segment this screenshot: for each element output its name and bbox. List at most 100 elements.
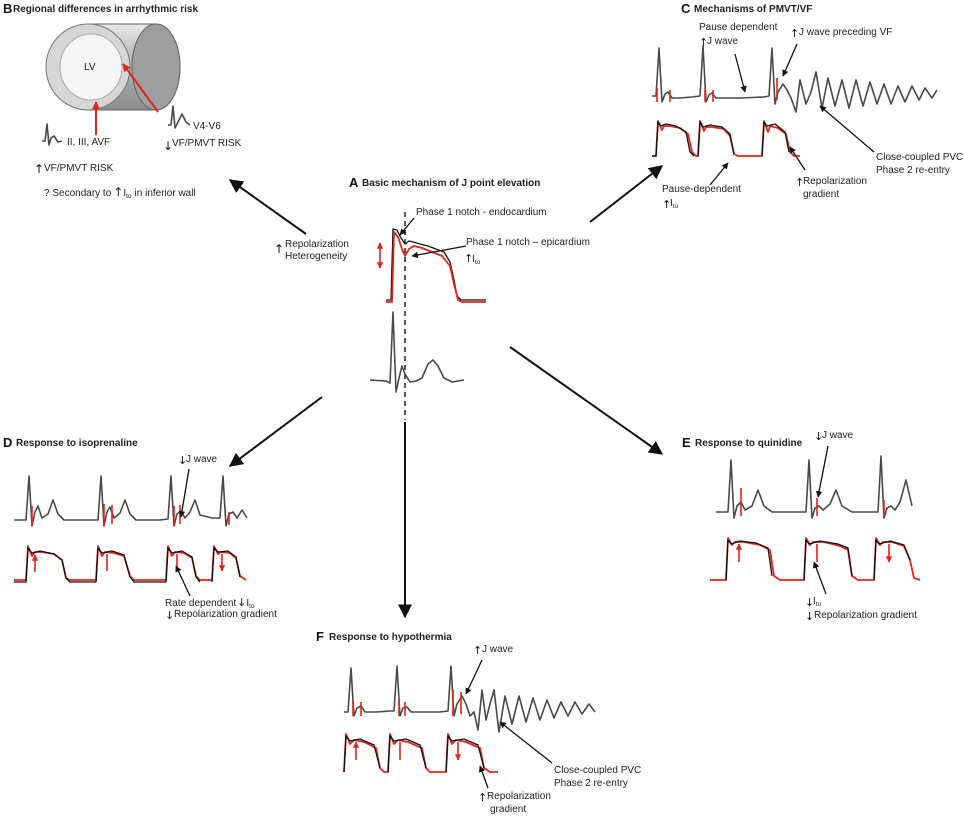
ecg-j-wave (369, 311, 465, 393)
panel-e-title: Response to quinidine (695, 438, 803, 449)
panel-d-title: Response to isoprenaline (16, 438, 138, 449)
epicardial-action-potential (386, 231, 486, 303)
up-arrow-ito: ↑ (464, 252, 473, 265)
down-arrow-repol-e: ↓ (805, 610, 814, 623)
arrow-to-panel-d (228, 396, 323, 467)
arrow-rate-dependent (175, 565, 191, 597)
down-arrow-j-wave-e: ↓ (814, 430, 823, 443)
label-pvc-c: Close-coupled PVC (876, 152, 963, 163)
panel-d-letter: D (3, 435, 12, 450)
panel-e-letter: E (682, 435, 691, 450)
label-j-wave-d: J wave (186, 454, 218, 465)
ap-hypothermia (343, 733, 498, 773)
arrow-to-panel-e (509, 346, 664, 455)
panel-a: A Basic mechanism of J point elevation P… (349, 175, 590, 420)
label-heterogeneity: Heterogeneity (285, 251, 347, 262)
arrow-endocardium-notch (399, 217, 415, 236)
down-arrow-repol-d: ↓ (165, 609, 174, 622)
label-endocardium-notch: Phase 1 notch - endocardium (416, 207, 547, 218)
label-j-wave-f: J wave (482, 644, 514, 655)
arrow-pvc-f (499, 721, 553, 764)
arrow-to-panel-c (589, 165, 664, 223)
panel-f-title: Response to hypothermia (329, 632, 452, 643)
arrow-j-wave-e (815, 445, 829, 498)
arrow-pause-j-wave (734, 53, 747, 93)
label-repol-d: Repolarization gradient (174, 609, 277, 620)
ap-gradient-arrows-f (356, 742, 458, 760)
lv-label: LV (84, 62, 96, 73)
panel-f-letter: F (316, 629, 324, 644)
j-wave-markers-d (31, 504, 230, 526)
label-rate-dependent: Rate dependent↓Ito (165, 596, 255, 610)
panel-e: E Response to quinidine ↓ J wave ↓ Ito ↓… (682, 430, 921, 623)
ap-gradient-arrows-e (739, 544, 889, 562)
label-gradient-c: gradient (803, 189, 839, 200)
label-low-risk: VF/PMVT RISK (172, 138, 242, 149)
label-lateral-leads: V4-V6 (193, 121, 221, 132)
up-arrow-heterogeneity: ↑ (274, 242, 284, 256)
arrow-epicardium-notch (411, 245, 467, 259)
arrow-repol-f (478, 765, 489, 789)
label-epicardium-notch: Phase 1 notch – epicardium (466, 237, 590, 248)
label-pvc-f: Close-coupled PVC (554, 765, 641, 776)
panel-d: D Response to isoprenaline ↓ J wave Rate… (3, 435, 277, 622)
ap-isoprenaline-endocardium (14, 547, 241, 583)
up-arrow-j-wave-f: ↑ (473, 644, 482, 657)
arrow-j-wave-vf (782, 43, 798, 77)
ecg-pmvt-vf (652, 45, 938, 113)
panel-b-letter: B (3, 1, 12, 16)
label-pause-dependent: Pause dependent (699, 22, 778, 33)
panel-f: F Response to hypothermia ↑ J wave Close… (316, 629, 641, 815)
label-repol-f: Repolarization (487, 791, 551, 802)
label-j-wave-e: J wave (822, 430, 854, 441)
ecg-inferior-leads (42, 123, 63, 146)
label-gradient-f: gradient (490, 804, 526, 815)
ap-pmvt-vf (652, 120, 800, 157)
label-ito-e: Ito (813, 596, 822, 608)
panel-c-title: Mechanisms of PMVT/VF (694, 4, 812, 15)
label-pause-dependent-ap: Pause-dependent (662, 184, 741, 195)
down-arrow-ito-e: ↓ (805, 596, 814, 609)
panel-c: C Mechanisms of PMVT/VF Pause dependent … (652, 1, 963, 211)
panel-c-letter: C (681, 1, 691, 16)
label-inferior-leads: II, III, AVF (67, 137, 110, 148)
label-repol-c: Repolarization (803, 176, 867, 187)
arrow-lateral-wall (122, 63, 159, 113)
ecg-isoprenaline (14, 475, 248, 527)
label-ito: Ito (472, 254, 481, 266)
j-wave-markers-c (656, 78, 778, 102)
label-j-wave-vf: J wave preceding VF (799, 27, 892, 38)
arrow-repol-c (789, 146, 806, 171)
up-arrow-repol-c: ↑ (795, 176, 804, 189)
up-arrow-j-wave-c: ↑ (699, 36, 708, 49)
label-reentry-f: Phase 2 re-entry (554, 778, 628, 789)
label-repolarization: Repolarization (285, 239, 349, 250)
ecg-lateral-leads (168, 105, 191, 129)
down-arrow-risk: ↓ (163, 139, 173, 153)
repolarization-heterogeneity: ↑ Repolarization Heterogeneity (274, 239, 349, 262)
j-wave-markers-f (352, 690, 462, 716)
up-arrow-ito-c: ↑ (662, 198, 671, 211)
ap-pmvt-vf-endocardium (652, 121, 790, 157)
ecg-hypothermia (344, 665, 596, 733)
j-wave-markers-e (740, 488, 885, 516)
down-arrow-j-wave-d: ↓ (178, 454, 187, 467)
arrow-ito-e (813, 561, 827, 595)
ecg-quinidine (716, 455, 913, 519)
arrow-j-wave-d (178, 468, 190, 518)
up-arrow-repol-f: ↑ (478, 791, 487, 804)
label-j-wave-c: J wave (707, 36, 739, 47)
label-repol-e: Repolarization gradient (814, 610, 917, 621)
label-ito-c: Ito (670, 198, 679, 210)
panel-b: B Regional differences in arrhythmic ris… (3, 1, 242, 200)
panel-a-letter: A (349, 175, 359, 190)
left-ventricle-cylinder: LV (45, 23, 181, 111)
up-arrow-j-wave-vf: ↑ (790, 27, 799, 40)
arrow-j-wave-f (465, 659, 483, 695)
panel-a-title: Basic mechanism of J point elevation (362, 178, 540, 189)
panel-b-title: Regional differences in arrhythmic risk (13, 4, 198, 15)
arrow-to-panel-b (228, 179, 307, 235)
label-reentry-c: Phase 2 re-entry (876, 165, 950, 176)
